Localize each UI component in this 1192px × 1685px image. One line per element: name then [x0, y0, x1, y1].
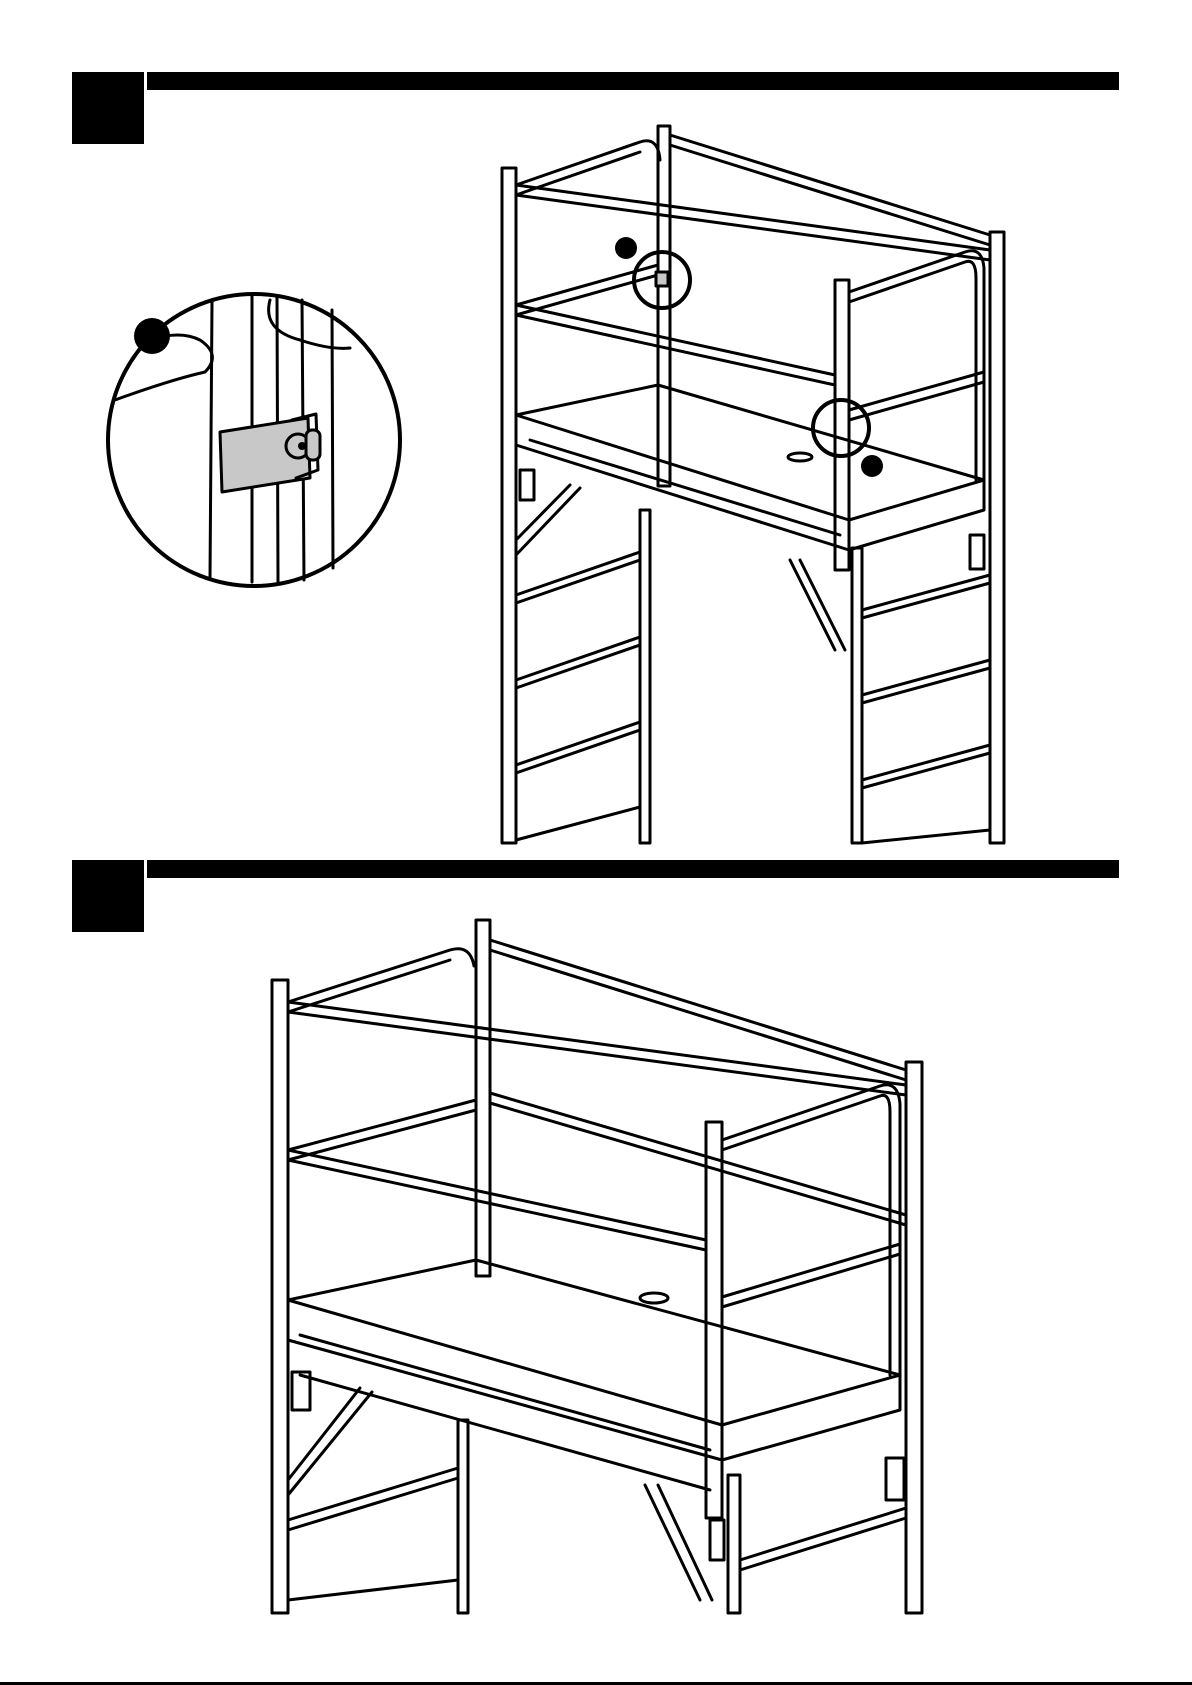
step-1-scaffold-illustration — [502, 126, 1004, 843]
lower-clip-marker — [861, 455, 883, 477]
detail-circle-marker — [134, 318, 170, 354]
upper-clip-marker — [615, 237, 637, 259]
lower-clip-callout-circle — [813, 400, 869, 456]
step-2-scaffold-illustration — [272, 920, 922, 1613]
step-1-detail-inset — [108, 294, 400, 586]
